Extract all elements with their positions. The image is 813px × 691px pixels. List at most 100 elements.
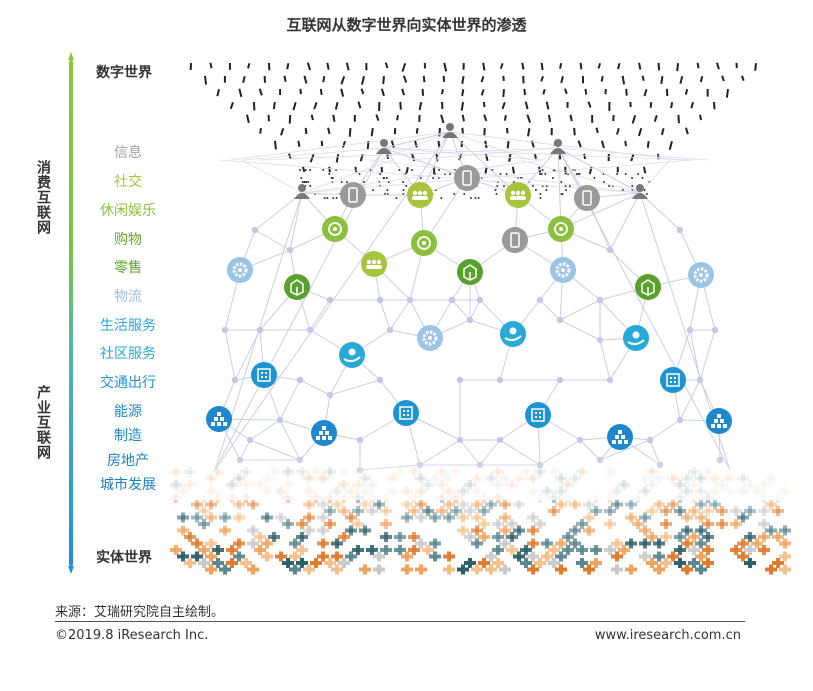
mosaic-tile: [573, 525, 577, 536]
mosaic-tile: [485, 502, 497, 507]
pyr-icon: [311, 420, 337, 446]
binary-mark: [360, 88, 365, 95]
binary-mark: [286, 63, 290, 70]
network-dot: [686, 326, 694, 334]
mosaic-tile: [202, 519, 206, 529]
user-icon: [294, 184, 310, 199]
mosaic-tile: [559, 564, 563, 575]
mosaic-tile: [748, 532, 752, 542]
binary-mark: [501, 102, 506, 110]
binary-dot: [474, 197, 477, 199]
binary-dot: [631, 177, 634, 179]
network-edge: [243, 147, 385, 161]
mosaic-tile: [678, 545, 682, 555]
mosaic-tile: [328, 558, 332, 568]
network-edge: [383, 147, 695, 161]
binary-mark: [461, 127, 465, 135]
mosaic-tile: [783, 564, 787, 575]
binary-dot: [496, 185, 499, 187]
binary-mark: [706, 88, 709, 97]
binary-mark: [581, 75, 585, 84]
network-dot: [536, 296, 544, 304]
binary-mark: [548, 114, 552, 123]
binary-mark: [332, 114, 336, 122]
binary-mark: [573, 127, 576, 136]
binary-mark: [607, 154, 610, 162]
mosaic-tile: [356, 545, 360, 555]
binary-mark: [345, 62, 350, 71]
mosaic-tile: [482, 532, 486, 542]
binary-mark: [418, 102, 423, 111]
mosaic-tile: [706, 545, 710, 555]
network-edge: [639, 159, 671, 194]
mosaic-tile: [496, 558, 500, 568]
binary-dot: [299, 169, 302, 171]
network-dot: [376, 376, 384, 384]
mosaic-tile: [475, 512, 479, 523]
mosaic-tile: [251, 499, 255, 510]
mosaic-tile: [398, 532, 402, 542]
binary-dot: [645, 193, 648, 195]
mosaic-tile: [629, 564, 633, 575]
binary-mark: [523, 88, 526, 96]
bag-icon: [322, 216, 348, 242]
binary-mark: [313, 102, 318, 110]
box-icon: [284, 274, 310, 300]
mosaic-tile: [559, 499, 563, 510]
binary-mark: [441, 88, 444, 95]
binary-mark: [209, 62, 213, 69]
website-link[interactable]: www.iresearch.com.cn: [594, 628, 741, 643]
mosaic-tile: [587, 499, 591, 510]
mosaic-tile: [699, 564, 703, 575]
mosaic-tile: [363, 525, 367, 536]
binary-mark: [657, 62, 661, 71]
mosaic-tile: [303, 502, 315, 507]
network-dot: [711, 326, 719, 334]
binary-mark: [566, 102, 569, 108]
mosaic-tile: [496, 519, 500, 529]
mosaic-tile: [650, 532, 654, 542]
binary-dot: [440, 197, 443, 199]
network-edge: [557, 147, 709, 161]
mosaic-tile: [307, 525, 311, 536]
binary-mark: [600, 76, 604, 82]
mosaic-tile: [258, 545, 262, 555]
network-edge: [329, 379, 381, 396]
binary-mark: [380, 166, 384, 173]
mosaic-tile: [503, 538, 507, 549]
category-label: 休闲娱乐: [100, 203, 156, 219]
binary-mark: [279, 88, 282, 96]
network-dot: [456, 436, 464, 444]
binary-mark: [366, 141, 370, 150]
binary-dot: [358, 173, 361, 175]
network-dot: [448, 296, 456, 304]
mosaic-tile: [531, 551, 535, 562]
network-dot: [496, 376, 504, 384]
binary-dot: [449, 173, 452, 175]
binary-dot: [402, 181, 405, 183]
industrial-internet-label: 产业互联网: [35, 385, 51, 460]
network-edge: [219, 159, 641, 194]
binary-mark: [506, 141, 510, 149]
mosaic-tile: [678, 532, 682, 542]
binary-mark: [267, 62, 271, 71]
mosaic-tile: [587, 564, 591, 575]
mosaic-tile: [706, 519, 710, 529]
binary-mark: [382, 76, 385, 85]
network-edge: [679, 379, 701, 421]
mosaic-tile: [300, 545, 304, 555]
binary-dot: [323, 197, 326, 199]
mosaic-tile: [223, 564, 227, 575]
binary-mark: [684, 127, 689, 135]
mosaic-tile: [443, 502, 455, 507]
mosaic-tile: [692, 506, 696, 516]
binary-dot: [326, 197, 329, 199]
binary-mark: [340, 88, 345, 97]
network-dot: [296, 376, 304, 384]
mosaic-tile: [419, 538, 423, 549]
binary-mark: [334, 101, 339, 110]
mosaic-tile: [321, 525, 325, 536]
mosaic-tile: [293, 564, 297, 575]
network-dot: [256, 326, 264, 334]
mosaic-tile: [419, 512, 423, 523]
